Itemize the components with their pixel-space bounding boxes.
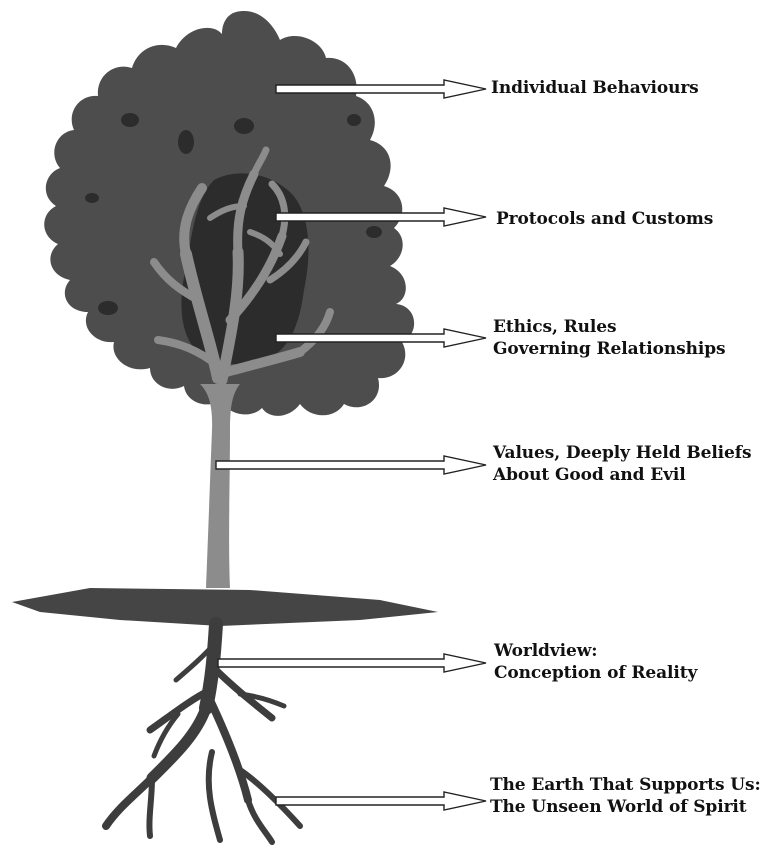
- label-line: Ethics, Rules: [493, 317, 617, 337]
- branch: [268, 180, 289, 240]
- tree-trunk: [200, 384, 240, 588]
- label-line: About Good and Evil: [493, 465, 686, 485]
- label-worldview: Worldview: Conception of Reality: [494, 640, 697, 684]
- tree-branches: [150, 146, 334, 386]
- branch: [207, 203, 247, 221]
- arrows: [215, 79, 487, 811]
- canopy-highlights: [85, 113, 382, 315]
- arrow-protocols-customs: [275, 207, 487, 227]
- label-line: The Unseen World of Spirit: [490, 797, 747, 817]
- branch: [266, 238, 310, 284]
- label-line: The Earth That Supports Us:: [490, 775, 761, 795]
- label-line: Individual Behaviours: [491, 78, 699, 98]
- root: [146, 702, 212, 784]
- canopy-patch: [366, 226, 382, 238]
- branch: [221, 347, 305, 377]
- arrow-individual-behaviours: [275, 79, 487, 99]
- label-individual-behaviours: Individual Behaviours: [491, 77, 699, 99]
- root: [237, 691, 287, 709]
- branch: [179, 183, 207, 259]
- label-line: Governing Relationships: [493, 339, 726, 359]
- branch: [150, 258, 202, 304]
- root: [245, 797, 275, 845]
- label-earth-spirit: The Earth That Supports Us: The Unseen W…: [490, 774, 761, 818]
- canopy-patch: [121, 113, 139, 127]
- label-line: Conception of Reality: [494, 663, 698, 683]
- label-line: Protocols and Customs: [496, 209, 714, 229]
- branch: [180, 248, 224, 384]
- root: [205, 749, 223, 843]
- arrow-worldview: [217, 653, 487, 673]
- tree-roots: [102, 617, 303, 845]
- label-values-beliefs: Values, Deeply Held Beliefs About Good a…: [493, 442, 752, 486]
- ground-layer: [12, 588, 438, 626]
- canopy-patch: [234, 118, 254, 134]
- label-line: Worldview:: [494, 641, 598, 661]
- branch: [296, 308, 334, 356]
- branch: [154, 336, 214, 364]
- arrow-earth-spirit: [275, 791, 487, 811]
- root: [206, 696, 252, 804]
- canopy-patch: [347, 114, 361, 126]
- canopy-patch: [85, 193, 99, 203]
- root: [102, 774, 156, 830]
- canopy-patch: [178, 130, 194, 154]
- branch: [247, 229, 283, 257]
- arrow-ethics-rules: [275, 328, 487, 348]
- branch: [233, 169, 259, 257]
- arrow-values-beliefs: [215, 455, 487, 475]
- root: [151, 711, 181, 759]
- root: [146, 775, 155, 839]
- root: [146, 686, 214, 734]
- branch: [250, 146, 270, 178]
- label-line: Values, Deeply Held Beliefs: [493, 443, 752, 463]
- root: [173, 637, 221, 683]
- canopy-patch: [98, 301, 118, 315]
- label-ethics-rules: Ethics, Rules Governing Relationships: [493, 316, 726, 360]
- root: [237, 767, 303, 829]
- label-protocols-customs: Protocols and Customs: [496, 208, 713, 230]
